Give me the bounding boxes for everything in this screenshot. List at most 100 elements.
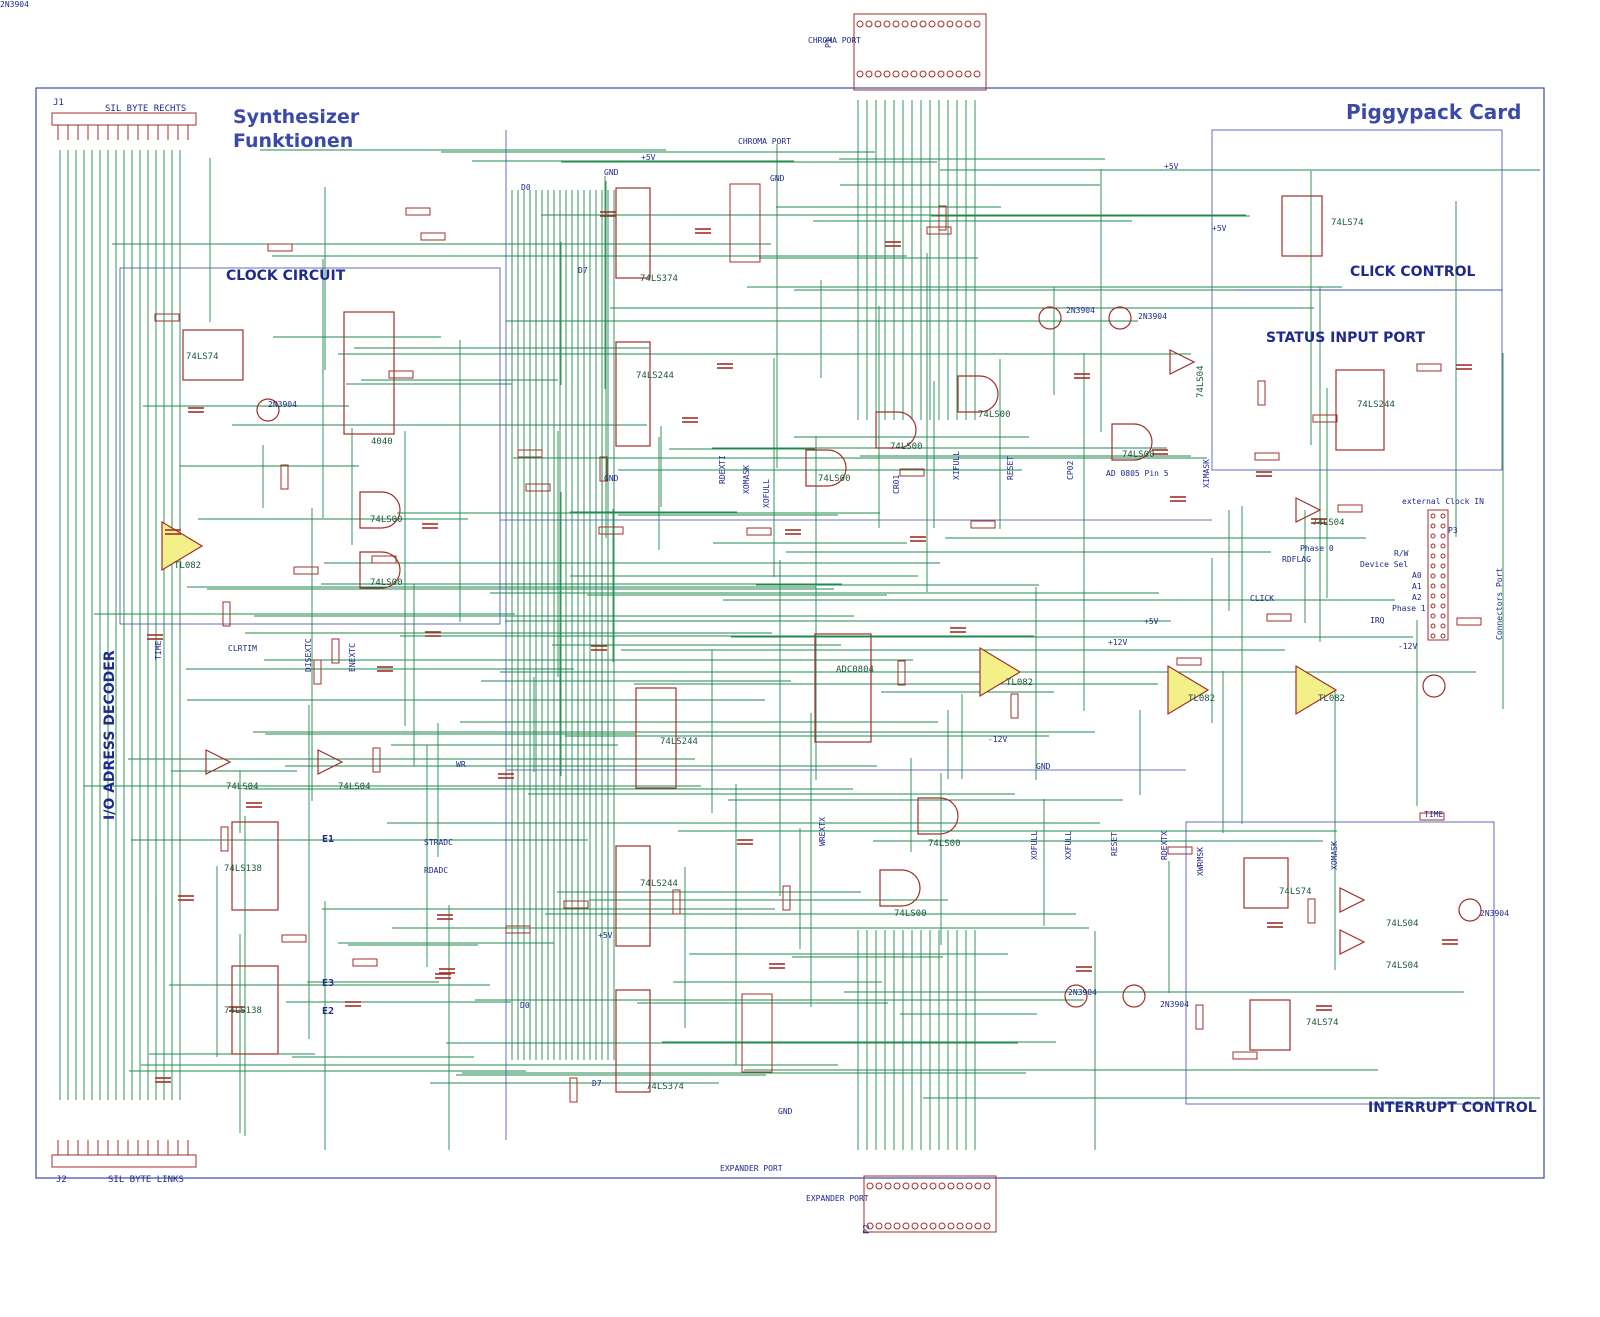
connector-p2-pin bbox=[875, 1222, 883, 1230]
connector-p1-pin bbox=[883, 20, 891, 28]
chip-u4: 74LS138 bbox=[224, 864, 262, 874]
connector-p1-pin bbox=[973, 70, 981, 78]
net-cr01: CR01 bbox=[892, 474, 901, 494]
block-title-clock-circuit: CLOCK CIRCUIT bbox=[226, 268, 346, 284]
connector-p3-pin bbox=[1430, 563, 1436, 569]
connector-p1-name: CHROMA PORT bbox=[808, 36, 861, 45]
net-xwrmsk: XWRMSK bbox=[1196, 847, 1205, 876]
resistor bbox=[970, 520, 996, 529]
connector-j2-ref: J2 bbox=[56, 1175, 67, 1185]
resistor bbox=[154, 313, 180, 322]
nand-gate bbox=[875, 411, 917, 449]
connector-p2-pin bbox=[884, 1222, 892, 1230]
net-xomask-bottom: XOMASK bbox=[1330, 841, 1339, 870]
resistor-pack-rp1 bbox=[729, 183, 761, 263]
net-d0-top: D0 bbox=[521, 183, 531, 192]
nand-gate bbox=[359, 551, 401, 589]
nand-gate bbox=[805, 449, 847, 487]
net-plus5v-mid: +5V bbox=[1144, 617, 1159, 626]
sheet-title-line1: Synthesizer bbox=[233, 106, 360, 128]
resistor bbox=[1416, 363, 1442, 372]
connector-p2-pin bbox=[875, 1182, 883, 1190]
connector-p3-pin bbox=[1430, 533, 1436, 539]
connector-p3-pin bbox=[1430, 613, 1436, 619]
net-cp02: CP02 bbox=[1066, 460, 1075, 480]
net-time: TIME bbox=[154, 640, 163, 660]
connector-p1-pin bbox=[892, 20, 900, 28]
net-xofull-bottom: XOFULL bbox=[1030, 831, 1039, 860]
connector-p1-pin bbox=[928, 20, 936, 28]
net-rdadc: RDADC bbox=[424, 866, 449, 875]
nand-gate bbox=[917, 797, 959, 835]
transistor-q1-label: 2N3904 bbox=[268, 400, 297, 409]
chip-u2a: 74LS74 bbox=[186, 352, 219, 362]
nand-gate bbox=[879, 869, 921, 907]
chip-u3c: 74LS04 bbox=[1196, 365, 1206, 398]
chip-u17b: 74LS74 bbox=[1279, 887, 1312, 897]
chip-u28: 74LS74 bbox=[1331, 218, 1364, 228]
connector-p1-pin bbox=[892, 70, 900, 78]
resistor bbox=[220, 826, 229, 852]
net-rdexti: RDEXTI bbox=[718, 455, 727, 484]
connector-j2-body bbox=[51, 1154, 197, 1168]
resistor bbox=[599, 456, 608, 482]
connector-p1-pin bbox=[946, 20, 954, 28]
net-gnd-chroma: GND bbox=[770, 174, 785, 183]
block-title-status-input-port: STATUS INPUT PORT bbox=[1266, 330, 1426, 346]
chip-u12: 74LS244 bbox=[660, 737, 698, 747]
transistor-q2-label: 2N3904 bbox=[1066, 306, 1095, 315]
connector-p2-pin bbox=[902, 1222, 910, 1230]
opamp bbox=[1167, 664, 1210, 716]
chip-u3a: 74LS04 bbox=[226, 782, 259, 792]
chip-u11: 74LS374 bbox=[646, 1082, 684, 1092]
connector-p3-pin bbox=[1440, 603, 1446, 609]
ic-body bbox=[231, 821, 279, 911]
resistor bbox=[1307, 898, 1316, 924]
resistor bbox=[372, 747, 381, 773]
net-plus5v-bottom: +5V bbox=[598, 931, 613, 940]
connector-p1-pin bbox=[937, 70, 945, 78]
resistor bbox=[1456, 617, 1482, 626]
net-enextc: ENEXTC bbox=[348, 643, 357, 672]
net-time-right: TIME bbox=[1424, 810, 1444, 819]
block-title-io-decoder: I/O ADRESS DECODER bbox=[102, 650, 118, 820]
connector-p1-pin bbox=[901, 20, 909, 28]
chip-u6d: 74LS00 bbox=[890, 442, 923, 452]
net-gnd-u9: GND bbox=[604, 474, 619, 483]
connector-p2-pin bbox=[929, 1222, 937, 1230]
connector-port-label: Connectors Port bbox=[1495, 567, 1504, 640]
connector-p3-pin bbox=[1430, 593, 1436, 599]
connector-p1-pin bbox=[856, 20, 864, 28]
connector-p2-pin bbox=[893, 1182, 901, 1190]
net-a0: A0 bbox=[1412, 571, 1422, 580]
inverter-gate bbox=[1339, 887, 1366, 913]
ic-body bbox=[615, 341, 651, 447]
net-external-clock: external Clock IN bbox=[1402, 497, 1484, 506]
connector-p2-pin bbox=[956, 1182, 964, 1190]
status-block-border bbox=[1211, 289, 1503, 471]
block-title-interrupt-control: INTERRUPT CONTROL bbox=[1368, 1100, 1537, 1116]
connector-p1-pin bbox=[874, 70, 882, 78]
net-e2: E2 bbox=[322, 1006, 335, 1017]
ic-body bbox=[1281, 195, 1323, 257]
connector-p2-pin bbox=[920, 1182, 928, 1190]
resistor bbox=[525, 483, 551, 492]
ic-body bbox=[1249, 999, 1291, 1051]
connector-p2-pin bbox=[884, 1182, 892, 1190]
connector-p3-pin bbox=[1440, 563, 1446, 569]
connector-p2-pin bbox=[974, 1222, 982, 1230]
connector-p1-pin bbox=[919, 20, 927, 28]
connector-p2-pin bbox=[965, 1222, 973, 1230]
connector-j1-ref: J1 bbox=[53, 98, 64, 108]
resistor bbox=[672, 889, 681, 915]
ic-body bbox=[615, 989, 651, 1093]
ic-body bbox=[1335, 369, 1385, 451]
connector-p2-pin bbox=[929, 1182, 937, 1190]
connector-p1-pin bbox=[865, 70, 873, 78]
transistor-q5-label: 2N3904 bbox=[1160, 1000, 1189, 1009]
ic-body bbox=[231, 965, 279, 1055]
resistor bbox=[505, 925, 531, 934]
nand-gate bbox=[359, 491, 401, 529]
resistor bbox=[331, 638, 340, 664]
